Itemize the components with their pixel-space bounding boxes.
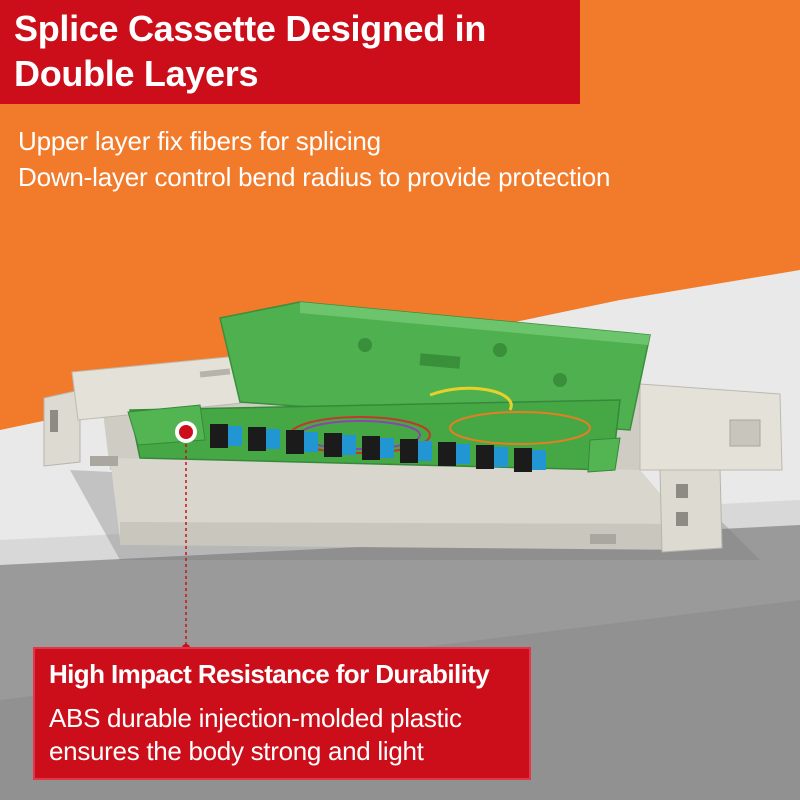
left-rail-slot <box>199 368 231 378</box>
left-hinge <box>90 456 118 466</box>
adapter-row <box>210 424 546 472</box>
left-mount-ear <box>43 389 81 467</box>
fiber-coil <box>449 411 591 445</box>
right-ear-slot-1 <box>676 484 688 498</box>
callout-marker-inner <box>179 425 193 439</box>
left-ear-slot <box>50 410 58 432</box>
lid-hole <box>553 373 567 387</box>
subtitle-line-2: Down-layer control bend radius to provid… <box>18 162 611 192</box>
lid-hole <box>493 343 507 357</box>
lid-slot <box>419 353 461 369</box>
subtitle-line-1: Upper layer fix fibers for splicing <box>18 126 381 156</box>
feature-callout: High Impact Resistance for Durability AB… <box>33 647 531 780</box>
title-banner: Splice Cassette Designed in Double Layer… <box>0 0 580 104</box>
right-rail-window <box>729 419 761 447</box>
page-title: Splice Cassette Designed in Double Layer… <box>14 8 487 94</box>
callout-body: ABS durable injection-molded plastic ens… <box>49 703 462 766</box>
callout-heading: High Impact Resistance for Durability <box>49 659 490 689</box>
lid-hole <box>358 338 372 352</box>
right-mount-ear <box>659 467 723 553</box>
tray-lid-edge <box>300 302 650 345</box>
right-ear-slot-2 <box>676 512 688 526</box>
frame-front-lip <box>120 522 700 550</box>
tray-right-bracket <box>587 437 621 473</box>
frame-base <box>110 458 700 540</box>
right-rail <box>639 383 783 471</box>
right-hinge <box>590 534 616 544</box>
yellow-fiber <box>429 386 513 411</box>
